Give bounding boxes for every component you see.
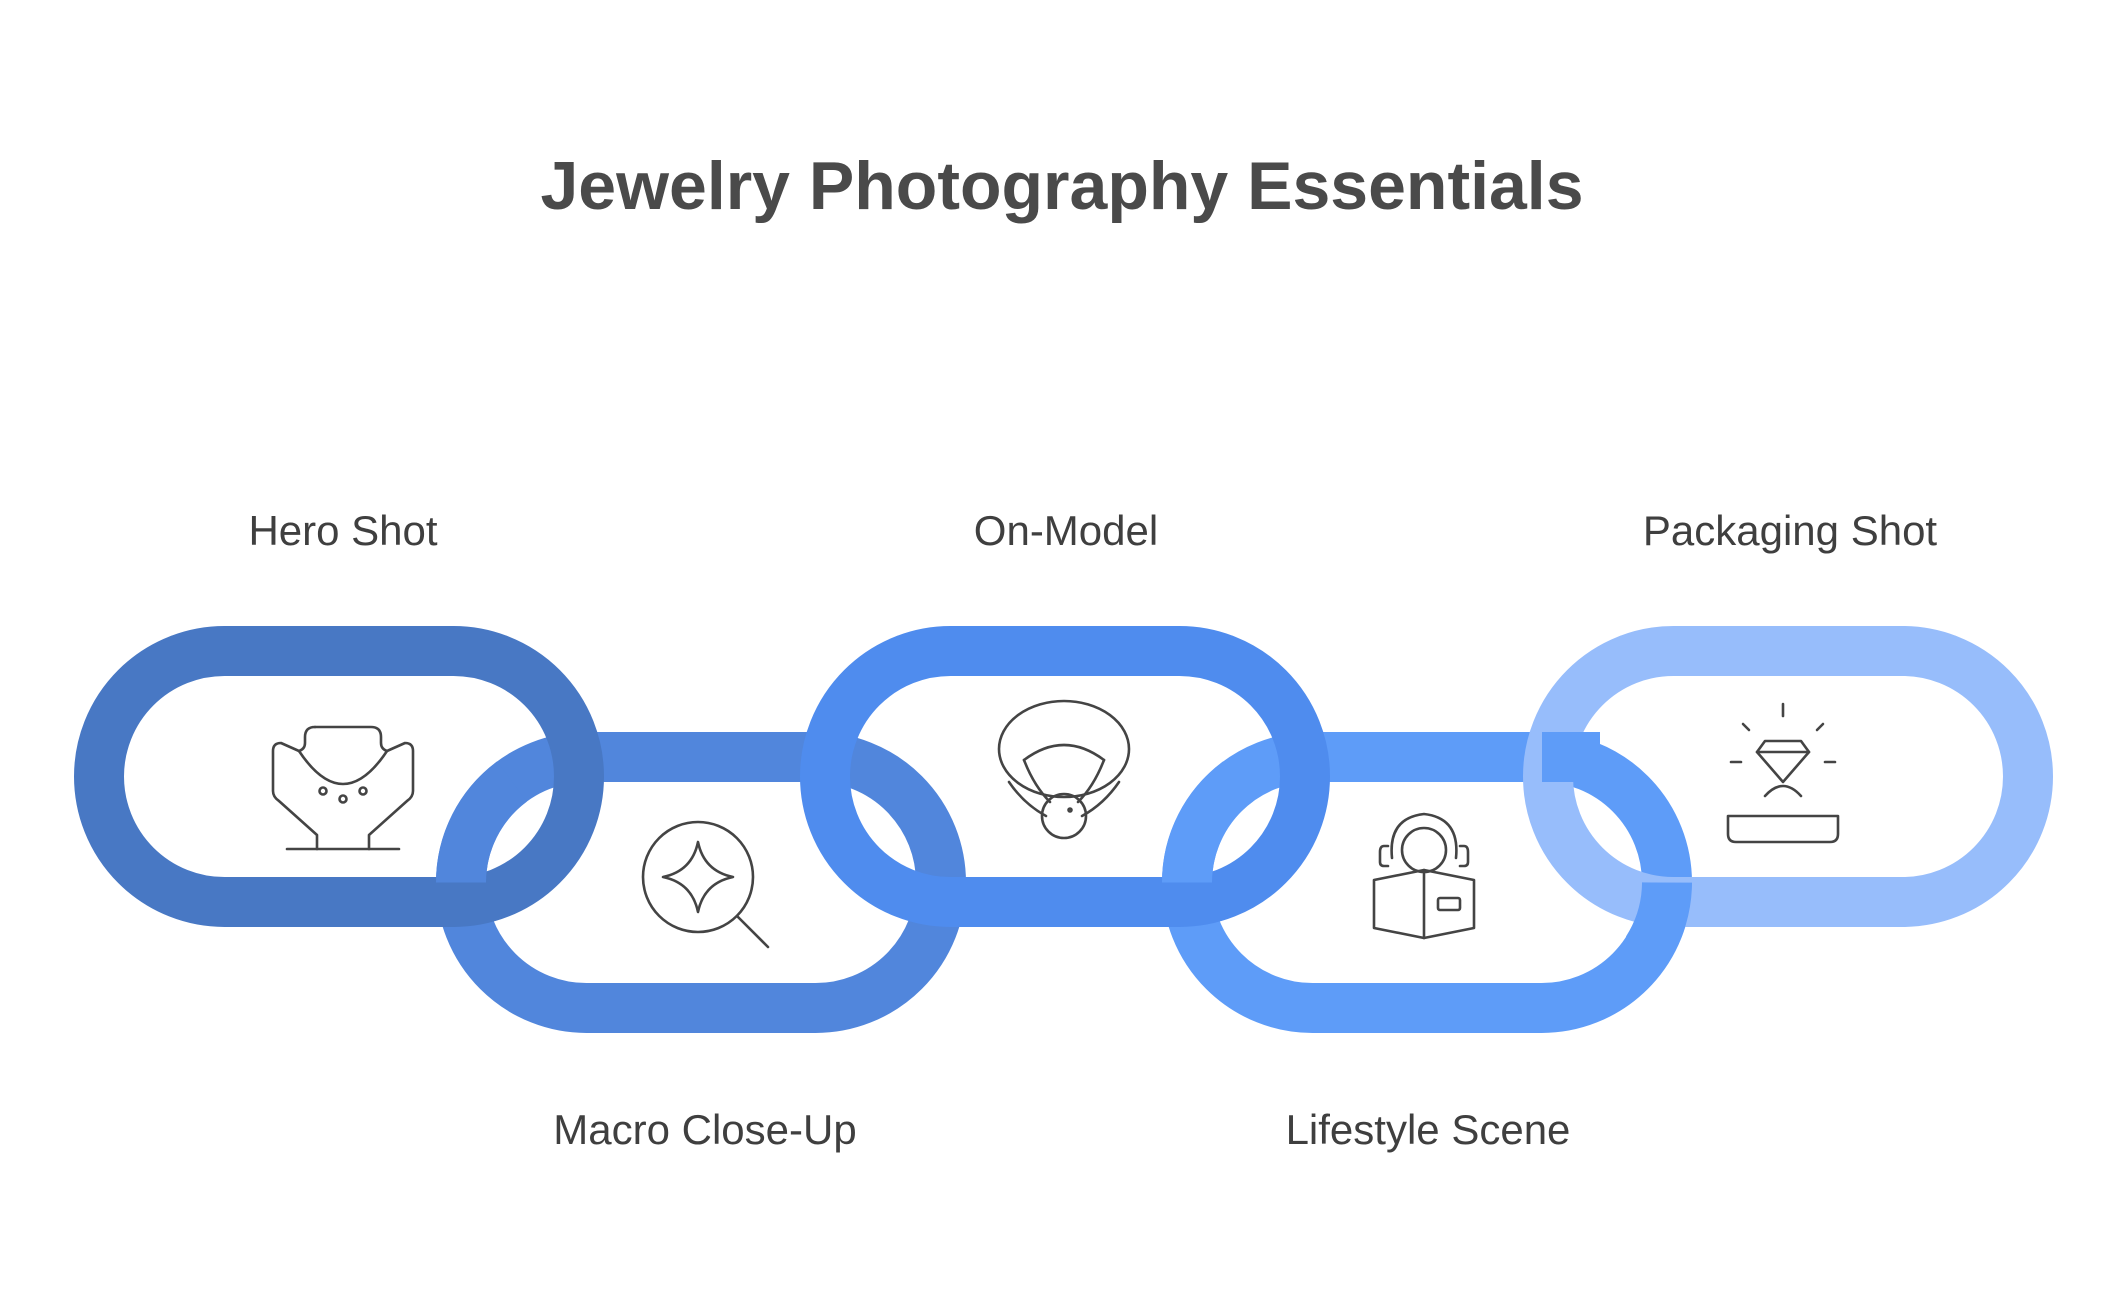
chain-link-on-model <box>800 626 1330 927</box>
chain-link-macro-close-up <box>436 761 528 884</box>
person-reading-icon <box>1372 812 1476 940</box>
chain-link-lifestyle-scene <box>1625 881 1692 964</box>
diagram-title: Jewelry Photography Essentials <box>540 148 1583 224</box>
necklace-pendant-icon <box>997 699 1131 840</box>
label-packaging-shot: Packaging Shot <box>1643 507 1938 554</box>
label-hero-shot: Hero Shot <box>248 507 437 554</box>
necklace-bust-icon <box>271 725 415 851</box>
label-lifestyle-scene: Lifestyle Scene <box>1286 1106 1571 1153</box>
chain-link-lifestyle-scene <box>1162 761 1254 884</box>
ring-box-icon <box>1726 702 1840 844</box>
chain-link-hero-shot <box>74 626 604 927</box>
label-macro-close-up: Macro Close-Up <box>553 1106 856 1153</box>
label-on-model: On-Model <box>974 507 1158 554</box>
magnifier-sparkle-icon <box>641 820 770 949</box>
